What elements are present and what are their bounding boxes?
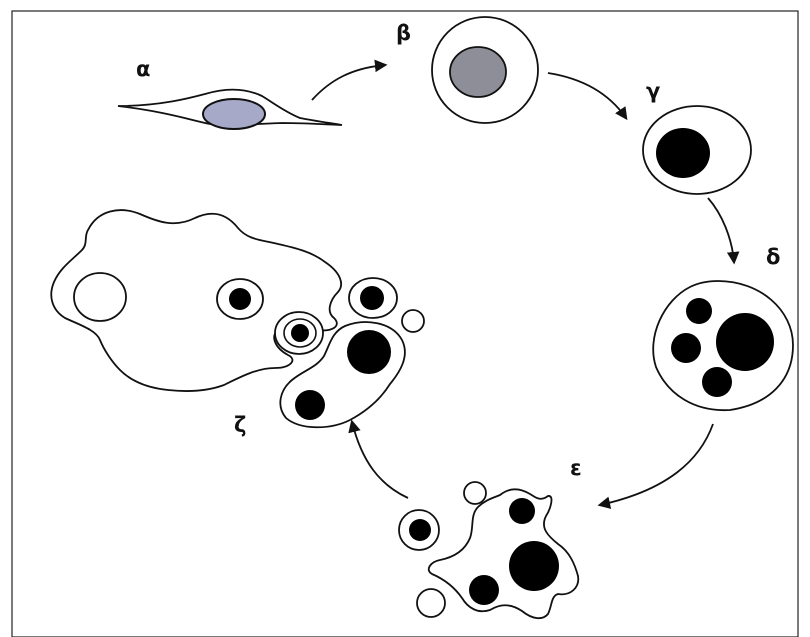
empty-bleb: [416, 588, 446, 618]
blebbing-cell-outline: [427, 488, 580, 620]
phagocyte-nucleus: [73, 272, 127, 322]
nuclear-fragment: [671, 333, 701, 363]
round-cell-nucleus: [449, 46, 507, 98]
stage-zeta-phagocyte: [50, 209, 425, 429]
arrow-beta-to-gamma: [547, 72, 628, 121]
spindle-cell-nucleus: [202, 98, 266, 130]
condensed-nucleus: [656, 128, 710, 178]
stage-epsilon-cell: [398, 481, 580, 620]
nuclear-fragment: [509, 498, 535, 524]
apoptotic-body: [279, 321, 406, 429]
phagocyte-outline: [50, 209, 342, 393]
stage-label-zeta: ζ: [234, 413, 246, 437]
phagosome-fragment: [291, 324, 309, 342]
figure-frame: [11, 10, 799, 637]
nuclear-fragment: [702, 367, 732, 397]
stage-label-alpha: α: [136, 57, 150, 81]
stage-beta-cell: [431, 16, 539, 124]
stage-label-gamma: γ: [646, 79, 660, 103]
empty-bleb: [463, 481, 487, 505]
stage-gamma-cell: [642, 105, 752, 195]
arrow-alpha-to-beta: [311, 59, 388, 101]
nuclear-fragment: [716, 313, 774, 371]
nuclear-fragment: [686, 298, 712, 324]
apoptotic-body-fragment: [295, 390, 325, 420]
stage-label-beta: β: [396, 21, 411, 45]
phagosome-fragment: [229, 288, 251, 310]
apoptotic-body: [348, 277, 398, 319]
arrow-gamma-to-delta: [707, 197, 740, 265]
arrow-delta-to-epsilon: [597, 423, 714, 509]
stage-alpha-cell: [117, 88, 343, 130]
apoptotic-body: [398, 509, 440, 551]
stage-delta-cell: [652, 280, 794, 411]
apoptotic-body-fragment: [360, 286, 384, 310]
engulfed-apoptotic-body: [274, 311, 324, 355]
stage-label-epsilon: ε: [570, 456, 582, 480]
engulfed-apoptotic-body: [216, 278, 264, 320]
apoptotic-body-fragment: [347, 330, 391, 374]
stage-label-delta: δ: [766, 245, 780, 269]
apoptotic-body-fragment: [409, 519, 431, 541]
arrow-epsilon-to-zeta: [348, 419, 409, 499]
nuclear-fragment: [469, 575, 499, 605]
empty-bleb: [401, 309, 425, 333]
nuclear-fragment: [509, 541, 559, 591]
